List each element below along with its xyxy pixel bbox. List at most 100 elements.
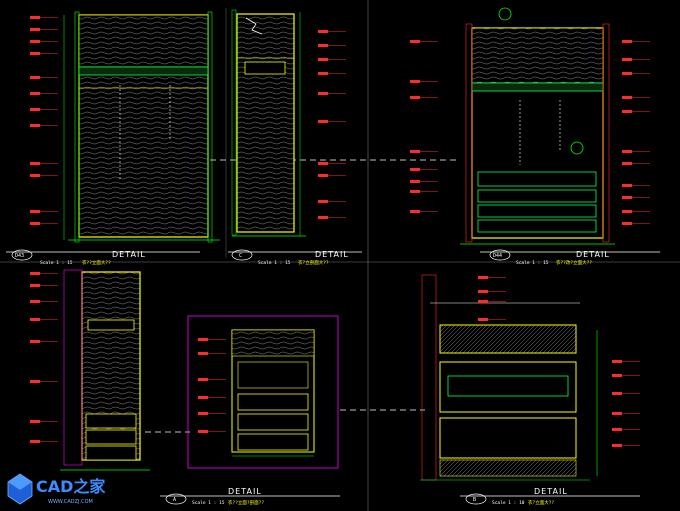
annotation-mark [318, 162, 328, 165]
annotation-mark [318, 200, 328, 203]
annotation-mark [198, 412, 208, 415]
subtitle-a: 衣??立面?剖面?? [228, 499, 264, 506]
title-a: DETAIL [228, 487, 262, 496]
annotation-mark [612, 444, 622, 447]
annotation-mark [478, 276, 488, 279]
annotation-mark [30, 340, 40, 343]
section-a-left [60, 269, 150, 471]
annotation-mark [410, 40, 420, 43]
annotation-mark [30, 162, 40, 165]
annotation-mark [478, 300, 488, 303]
annotation-mark [318, 72, 328, 75]
annotation-mark [318, 30, 328, 33]
scale-b: Scale 1 : 10 [492, 500, 525, 506]
title-block-c: C DETAIL Scale 1 : 15 衣?立剖面大?? [228, 249, 362, 266]
subtitle-d43: 衣??立面大?? [82, 259, 111, 266]
annotation-mark [318, 120, 328, 123]
subtitle-b: 衣?立面大?? [528, 499, 554, 506]
title-code-c: C [239, 253, 242, 259]
watermark-brand: CAD之家 [36, 477, 106, 496]
title-code-a: A [173, 497, 176, 503]
section-a-center [187, 315, 339, 469]
annotation-mark [622, 96, 632, 99]
elevation-d44 [460, 7, 615, 245]
annotation-mark [30, 300, 40, 303]
watermark-logo: CAD之家 WWW.CADZJ.COM [7, 473, 106, 505]
title-b: DETAIL [534, 487, 568, 496]
annotation-mark [622, 150, 632, 153]
annotation-mark [30, 222, 40, 225]
annotation-mark [198, 378, 208, 381]
annotation-mark [622, 58, 632, 61]
annotation-mark [30, 440, 40, 443]
title-block-b: B DETAIL Scale 1 : 10 衣?立面大?? [460, 487, 640, 506]
title-code-d43: D43 [15, 253, 24, 259]
annotation-mark [612, 428, 622, 431]
watermark-url: WWW.CADZJ.COM [48, 499, 93, 505]
annotation-mark [622, 210, 632, 213]
subtitle-c: 衣?立剖面大?? [298, 259, 329, 266]
title-block-a: A DETAIL Scale 1 : 15 衣??立面?剖面?? [160, 487, 340, 506]
annotation-mark [622, 40, 632, 43]
annotation-mark [318, 44, 328, 47]
annotation-mark [30, 318, 40, 321]
title-code-b: B [473, 497, 476, 503]
scale-c: Scale 1 : 15 [258, 260, 291, 266]
annotation-mark [30, 272, 40, 275]
title-block-d43: D43 DETAIL Scale 1 : 15 衣??立面大?? [6, 249, 200, 266]
annotation-mark [30, 40, 40, 43]
annotation-mark [30, 76, 40, 79]
annotation-mark [30, 380, 40, 383]
annotation-mark [410, 180, 420, 183]
annotation-mark [622, 162, 632, 165]
title-code-d44: D44 [493, 253, 502, 259]
annotation-mark [30, 52, 40, 55]
annotation-mark [410, 168, 420, 171]
annotation-mark [478, 318, 488, 321]
annotation-mark [612, 412, 622, 415]
annotation-mark [612, 374, 622, 377]
title-c: DETAIL [315, 250, 349, 259]
title-d43: DETAIL [112, 250, 146, 259]
annotation-mark [318, 174, 328, 177]
annotation-mark [612, 392, 622, 395]
annotation-mark [318, 58, 328, 61]
annotation-mark [318, 92, 328, 95]
annotation-mark [30, 16, 40, 19]
annotation-callouts [30, 16, 650, 447]
title-d44: DETAIL [576, 250, 610, 259]
annotation-mark [30, 108, 40, 111]
annotation-mark [198, 352, 208, 355]
annotation-mark [622, 72, 632, 75]
annotation-mark [30, 124, 40, 127]
annotation-mark [198, 430, 208, 433]
annotation-mark [410, 96, 420, 99]
annotation-mark [622, 196, 632, 199]
section-c [231, 9, 306, 237]
annotation-mark [198, 396, 208, 399]
elevation-d43 [63, 11, 220, 243]
section-b [420, 274, 598, 481]
annotation-mark [30, 92, 40, 95]
annotation-mark [30, 28, 40, 31]
annotation-mark [410, 190, 420, 193]
scale-a: Scale 1 : 15 [192, 500, 225, 506]
scale-d43: Scale 1 : 15 [40, 260, 73, 266]
annotation-mark [30, 284, 40, 287]
annotation-mark [410, 210, 420, 213]
annotation-mark [30, 420, 40, 423]
annotation-mark [622, 110, 632, 113]
annotation-mark [30, 174, 40, 177]
annotation-mark [410, 150, 420, 153]
annotation-mark [30, 210, 40, 213]
annotation-mark [318, 216, 328, 219]
annotation-mark [410, 80, 420, 83]
annotation-mark [622, 184, 632, 187]
subtitle-d44: 衣??改?立面大?? [556, 259, 592, 266]
annotation-mark [198, 338, 208, 341]
annotation-mark [622, 222, 632, 225]
annotation-mark [612, 360, 622, 363]
title-block-d44: D44 DETAIL Scale 1 : 15 衣??改?立面大?? [480, 249, 660, 266]
